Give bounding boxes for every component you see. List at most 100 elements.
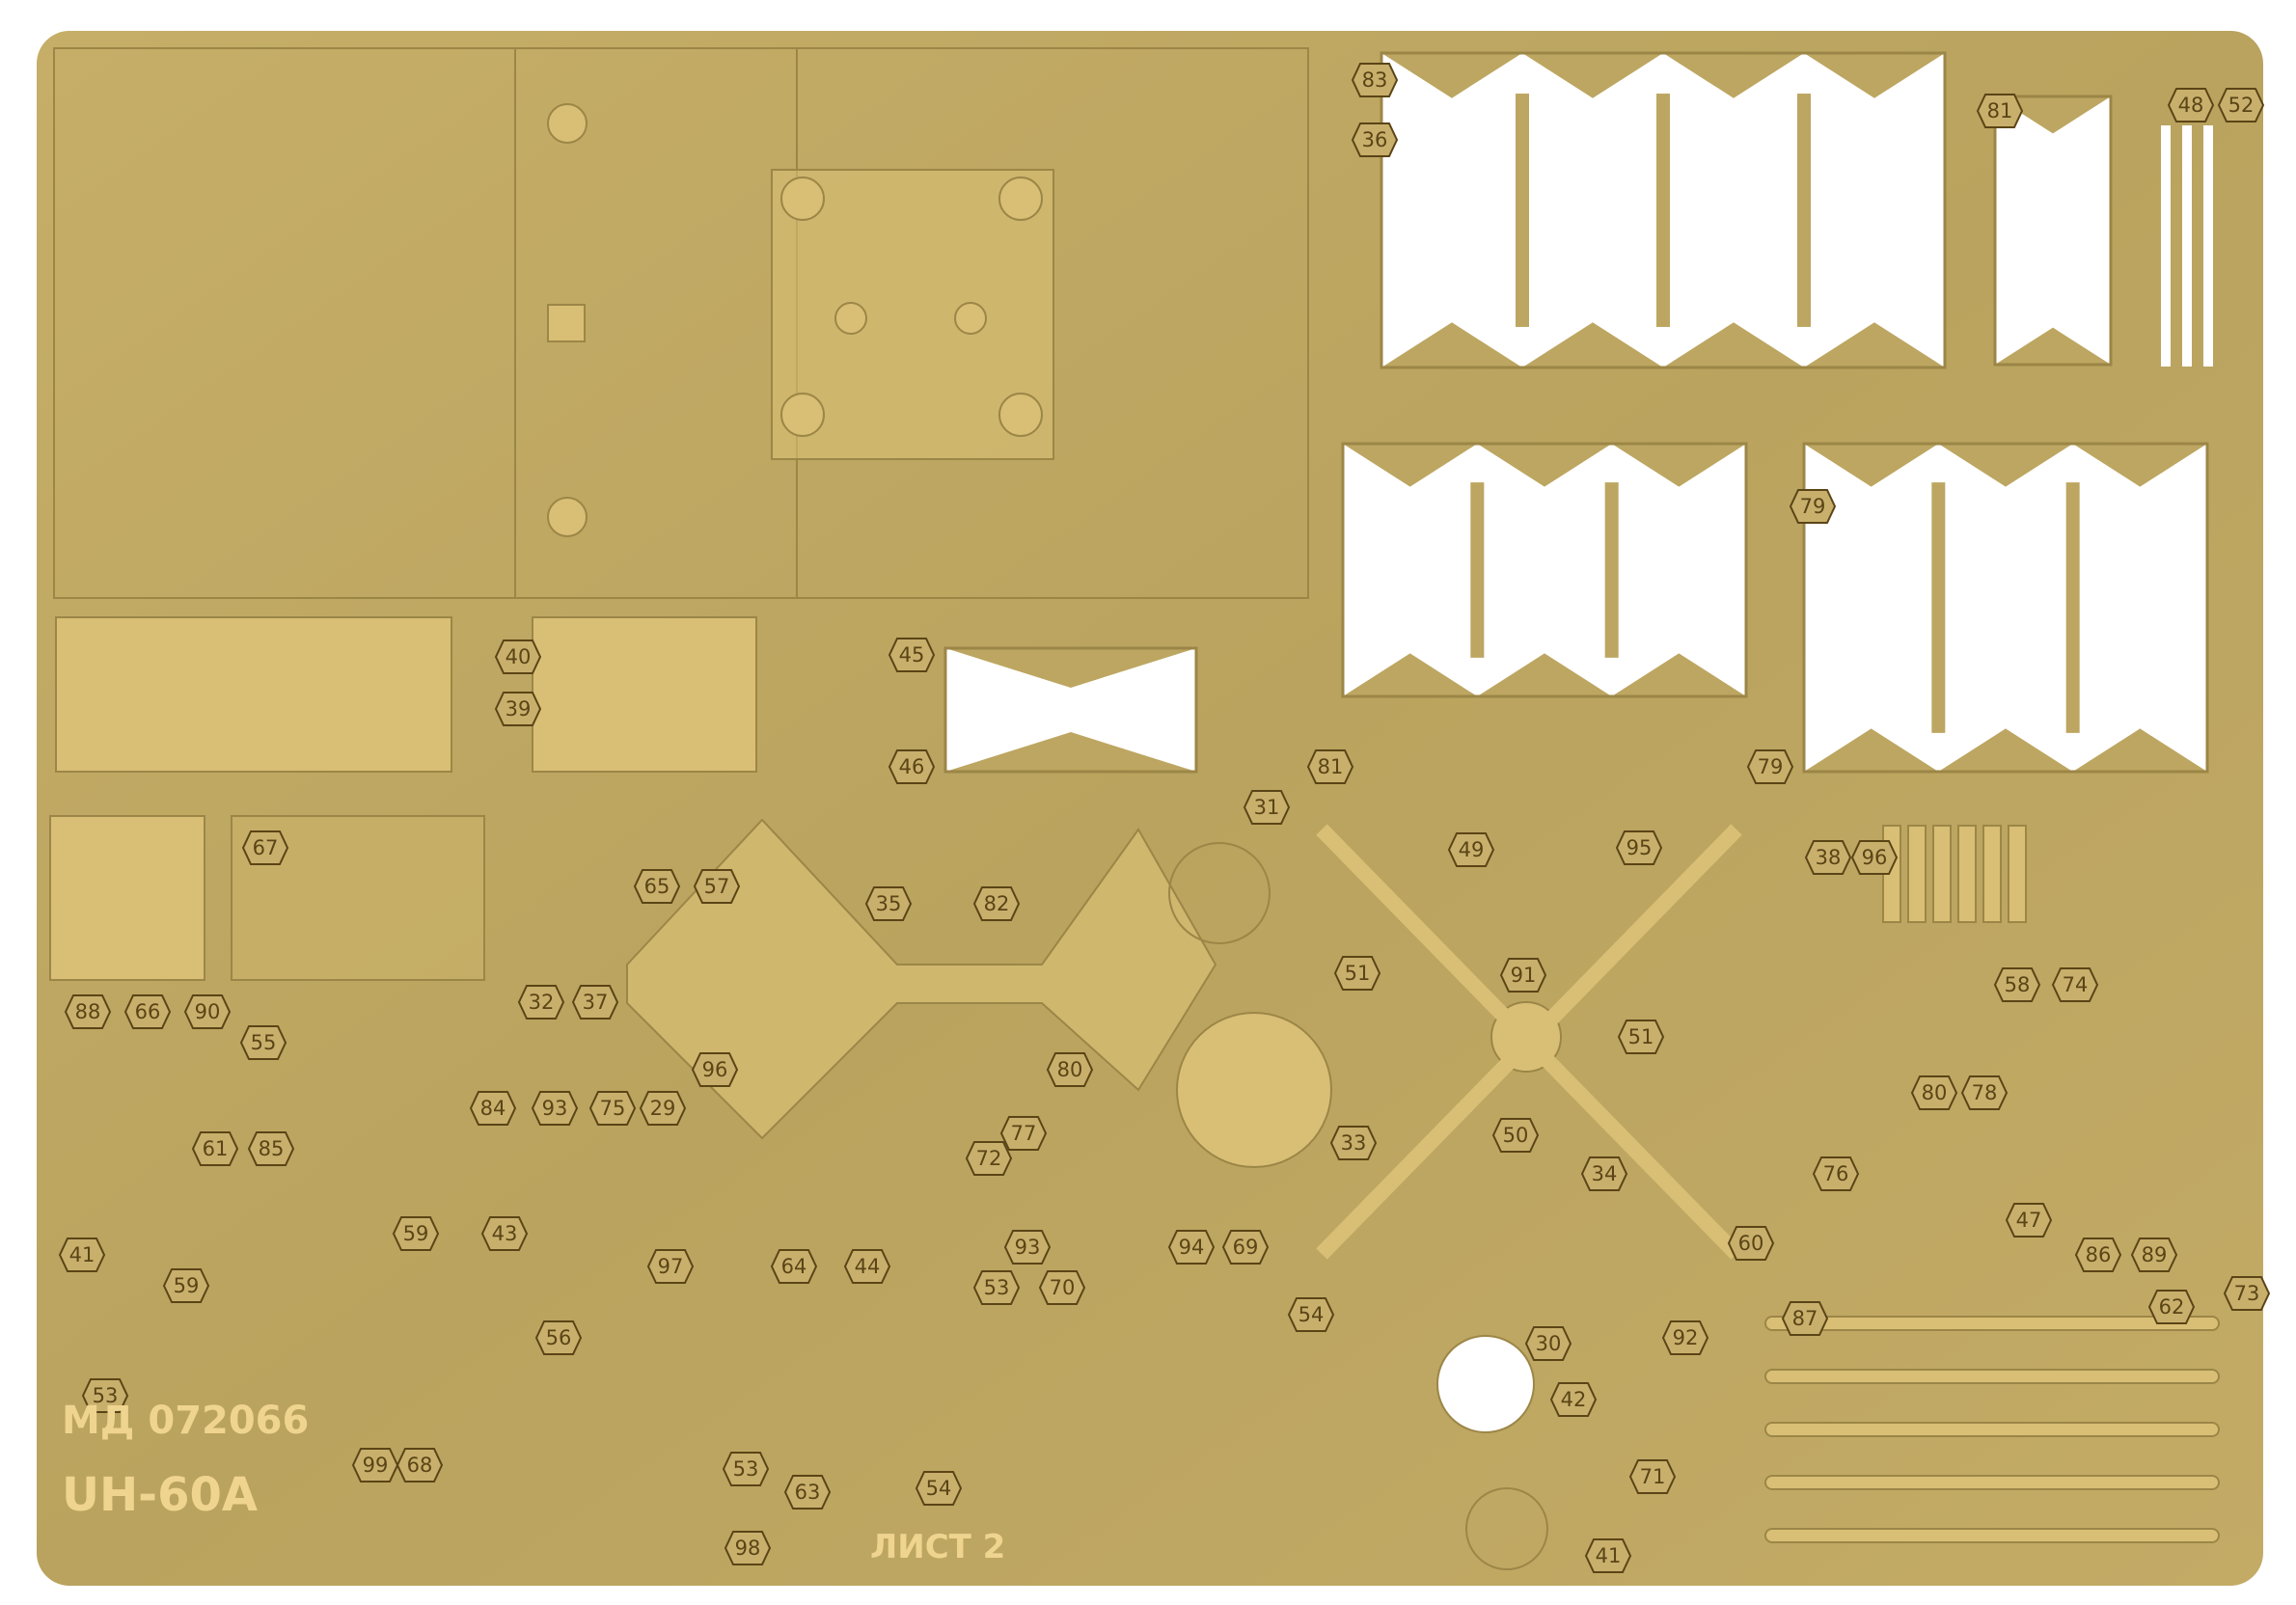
part-number-tag: 37 (571, 985, 619, 1020)
svg-text:81: 81 (1987, 99, 2013, 122)
part-number-tag: 81 (1306, 749, 1354, 784)
short-strip (1932, 825, 1952, 923)
round-disc-33 (1176, 1012, 1332, 1168)
ring-41 (1465, 1487, 1548, 1570)
svg-text:80: 80 (1922, 1081, 1948, 1104)
svg-text:67: 67 (253, 836, 279, 859)
svg-text:61: 61 (203, 1137, 229, 1160)
svg-text:90: 90 (195, 1000, 221, 1023)
svg-text:78: 78 (1972, 1081, 1998, 1104)
part-number-tag: 61 (191, 1131, 239, 1166)
svg-text:29: 29 (650, 1097, 676, 1120)
svg-text:85: 85 (259, 1137, 285, 1160)
rotor-bracket (626, 818, 1217, 1140)
svg-text:51: 51 (1628, 1025, 1654, 1048)
part-number-tag: 79 (1789, 489, 1837, 524)
window-frame-right (1802, 442, 2209, 774)
svg-text:43: 43 (492, 1222, 518, 1245)
part-number-tag: 53 (722, 1452, 770, 1486)
part-number-tag: 33 (1329, 1126, 1378, 1160)
short-strip (1982, 825, 2002, 923)
svg-text:36: 36 (1362, 128, 1388, 151)
rivet-disc (954, 302, 987, 335)
part-number-tag: 36 (1351, 122, 1399, 157)
part-number-tag: 70 (1038, 1270, 1086, 1305)
svg-text:57: 57 (704, 875, 730, 898)
svg-text:93: 93 (1015, 1236, 1041, 1259)
svg-text:56: 56 (546, 1326, 572, 1349)
svg-text:89: 89 (2142, 1243, 2168, 1266)
svg-text:80: 80 (1057, 1058, 1083, 1081)
part-number-tag: 51 (1617, 1020, 1665, 1054)
svg-text:83: 83 (1362, 68, 1388, 92)
part-number-tag: 65 (633, 869, 681, 904)
sheet-label: ЛИСТ 2 (870, 1528, 1005, 1566)
part-number-tag: 29 (639, 1091, 687, 1126)
part-number-tag: 41 (58, 1238, 106, 1272)
svg-text:86: 86 (2086, 1243, 2112, 1266)
part-number-tag: 46 (888, 749, 936, 784)
part-number-tag: 85 (247, 1131, 295, 1166)
long-strap (1764, 1528, 2220, 1543)
svg-text:54: 54 (926, 1477, 952, 1500)
part-number-tag: 83 (1351, 63, 1399, 97)
floor-panel-outline (53, 47, 1309, 599)
svg-text:62: 62 (2159, 1295, 2185, 1319)
part-number-tag: 73 (2223, 1276, 2271, 1311)
part-number-tag: 59 (162, 1268, 210, 1303)
svg-text:79: 79 (1758, 755, 1784, 778)
part-number-tag: 90 (183, 994, 232, 1029)
svg-text:55: 55 (251, 1031, 277, 1054)
svg-text:53: 53 (984, 1276, 1010, 1299)
svg-text:59: 59 (403, 1222, 429, 1245)
ring-31 (1168, 842, 1271, 944)
part-number-tag: 84 (469, 1091, 517, 1126)
part-number-tag: 32 (517, 985, 565, 1020)
part-number-tag: 56 (534, 1320, 583, 1355)
part-number-tag: 77 (999, 1116, 1048, 1151)
svg-text:93: 93 (542, 1097, 568, 1120)
part-number-tag: 53 (972, 1270, 1021, 1305)
svg-text:38: 38 (1816, 846, 1842, 869)
part-number-tag: 78 (1960, 1075, 2009, 1110)
part-number-tag: 66 (123, 994, 172, 1029)
plate-39 (532, 616, 757, 773)
svg-text:48: 48 (2178, 94, 2204, 117)
part-number-tag: 69 (1221, 1230, 1270, 1265)
svg-text:63: 63 (795, 1481, 821, 1504)
hole-30 (1436, 1335, 1535, 1433)
rivet-disc (547, 103, 588, 144)
part-number-tag: 48 (2167, 88, 2215, 122)
part-number-tag: 92 (1661, 1320, 1709, 1355)
svg-text:41: 41 (69, 1243, 96, 1266)
part-number-tag: 47 (2005, 1203, 2053, 1238)
slot (2203, 125, 2213, 367)
svg-text:74: 74 (2063, 973, 2089, 996)
cross-arm (1316, 824, 1742, 1260)
svg-text:33: 33 (1341, 1131, 1367, 1155)
part-number-tag: 55 (239, 1025, 287, 1060)
svg-text:34: 34 (1592, 1162, 1618, 1185)
svg-text:76: 76 (1823, 1162, 1849, 1185)
part-number-tag: 54 (1287, 1297, 1335, 1332)
long-strap (1764, 1316, 2220, 1331)
svg-text:68: 68 (407, 1454, 433, 1477)
svg-text:35: 35 (876, 892, 902, 915)
svg-text:95: 95 (1626, 836, 1653, 859)
part-number-tag: 81 (1976, 94, 2024, 128)
part-number-tag: 75 (588, 1091, 637, 1126)
part-number-tag: 96 (1850, 840, 1899, 875)
part-number-tag: 31 (1243, 790, 1291, 825)
svg-text:54: 54 (1298, 1303, 1325, 1326)
svg-text:82: 82 (984, 892, 1010, 915)
svg-text:53: 53 (733, 1457, 759, 1481)
svg-text:96: 96 (1862, 846, 1888, 869)
svg-text:51: 51 (1345, 962, 1371, 985)
sheet-model: UH-60A (62, 1468, 258, 1522)
part-number-tag: 97 (646, 1249, 695, 1284)
short-strip (1907, 825, 1927, 923)
long-strap (1764, 1475, 2220, 1490)
part-number-tag: 68 (396, 1448, 444, 1483)
svg-text:92: 92 (1673, 1326, 1699, 1349)
